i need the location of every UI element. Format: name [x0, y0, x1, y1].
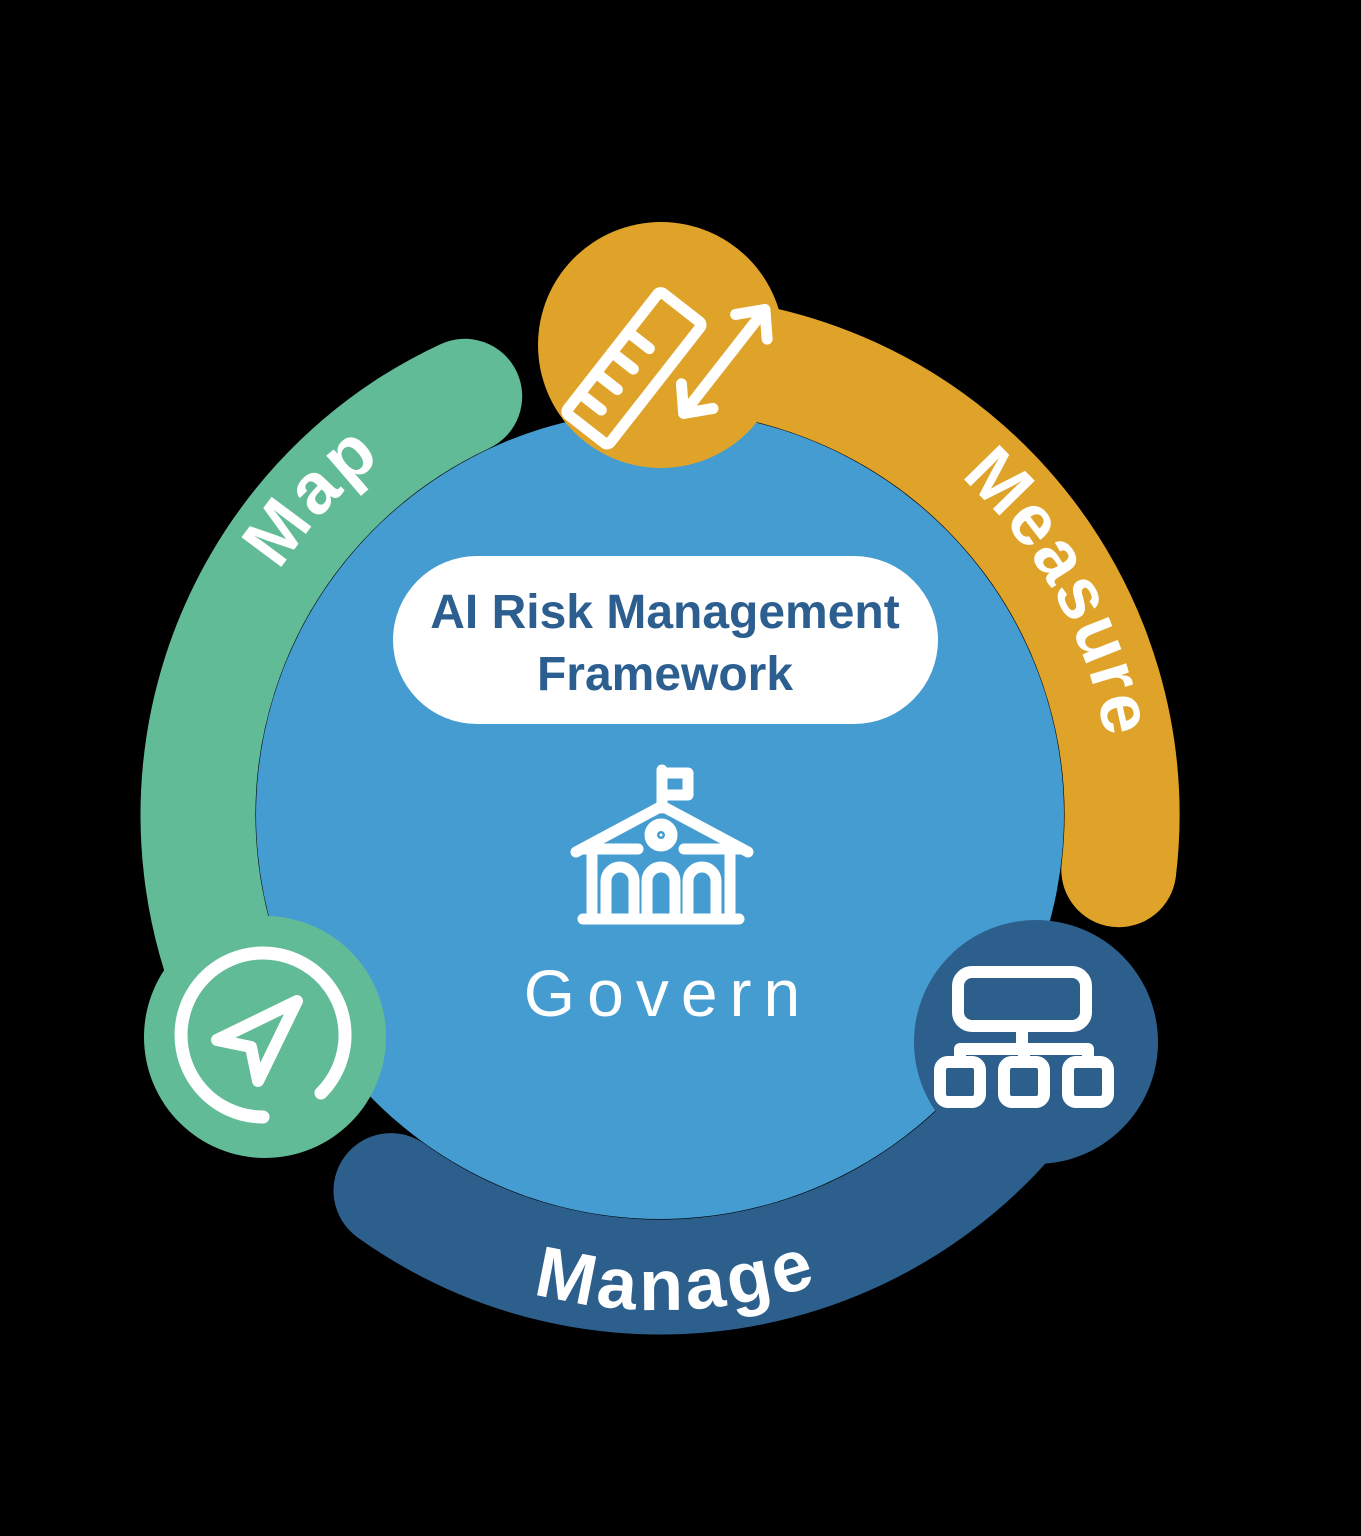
government-building-icon	[570, 764, 754, 925]
manage-node-circle	[914, 920, 1158, 1164]
framework-title-line2: Framework	[537, 648, 793, 701]
framework-title-pill	[393, 556, 938, 724]
govern-label: Govern	[524, 956, 812, 1030]
measure-node-circle	[538, 222, 784, 468]
navigation-arrow-icon	[174, 946, 352, 1124]
ruler-measure-icon	[561, 287, 773, 450]
framework-title-line1: AI Risk Management	[430, 586, 899, 639]
hierarchy-icon	[934, 966, 1114, 1108]
